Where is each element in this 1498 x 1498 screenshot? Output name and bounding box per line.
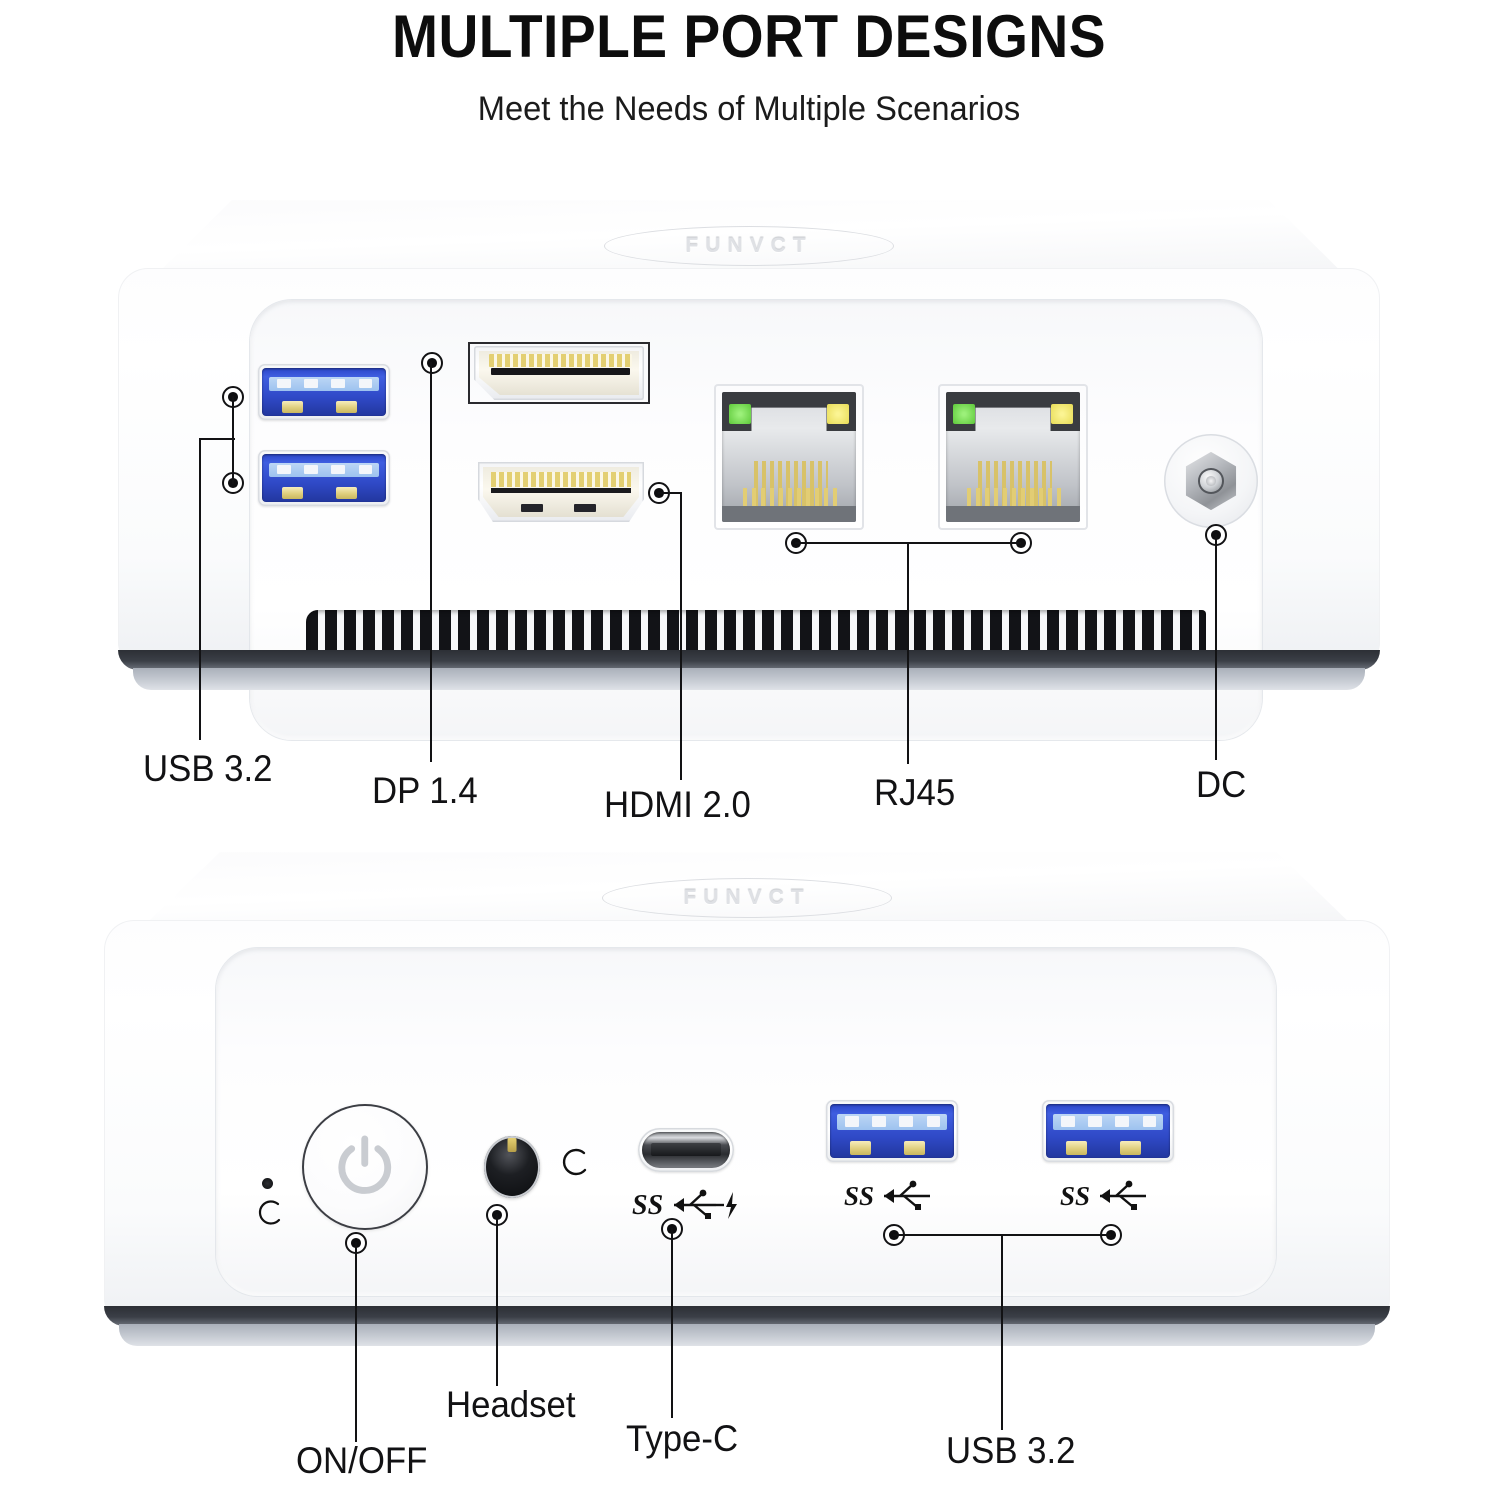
callout-label-typec: Type-C xyxy=(626,1418,739,1459)
front-base-plate xyxy=(119,1324,1375,1346)
front-base-rim xyxy=(104,1306,1390,1326)
rear-hdmi[interactable] xyxy=(478,462,644,522)
front-usb-a-2[interactable] xyxy=(1042,1100,1174,1162)
rear-base-rim xyxy=(118,650,1380,670)
rear-usb-a-top[interactable] xyxy=(258,364,390,420)
callout-lead-usb-h xyxy=(199,438,235,441)
rj45-led-yellow-right xyxy=(1050,403,1074,425)
rear-device: FUNVCT xyxy=(118,196,1380,740)
rj45-led-green-right xyxy=(952,403,976,425)
brand-logo-front: FUNVCT xyxy=(602,878,892,918)
callout-label-headset: Headset xyxy=(446,1384,576,1425)
page-subtitle: Meet the Needs of Multiple Scenarios xyxy=(477,90,1021,128)
device-top-surface-front: FUNVCT xyxy=(137,852,1360,932)
superspeed-usb2-icon: SS xyxy=(1060,1180,1146,1211)
callout-label-hdmi: HDMI 2.0 xyxy=(604,784,751,825)
callout-lead-usb-v xyxy=(199,438,202,740)
callout-lead-hdmi-h xyxy=(658,492,682,495)
rear-base-plate xyxy=(133,668,1365,690)
callout-label-dp: DP 1.4 xyxy=(372,770,478,811)
callout-lead-rj45-v xyxy=(907,542,910,764)
status-led xyxy=(262,1178,273,1189)
callout-lead-typec-v xyxy=(671,1228,674,1418)
led-arc-icon xyxy=(258,1200,281,1225)
headset-jack[interactable] xyxy=(484,1136,540,1198)
callout-lead-dc-v xyxy=(1215,534,1218,760)
callout-lead-dp-v xyxy=(430,362,433,762)
rear-usb-a-bottom[interactable] xyxy=(258,450,390,506)
superspeed-usb1-icon: SS xyxy=(844,1180,930,1211)
rear-dc-jack[interactable] xyxy=(1164,434,1258,528)
rear-rj45-right[interactable] xyxy=(938,384,1088,530)
callout-label-onoff: ON/OFF xyxy=(296,1440,428,1481)
page-title: MULTIPLE PORT DESIGNS xyxy=(391,3,1107,70)
power-button[interactable] xyxy=(302,1104,428,1230)
dp-bracket xyxy=(468,342,650,404)
front-usb-a-1[interactable] xyxy=(826,1100,958,1162)
svg-text:SS: SS xyxy=(844,1181,874,1211)
callout-label-usb-front: USB 3.2 xyxy=(946,1430,1076,1471)
callout-lead-headset-v xyxy=(496,1214,499,1386)
callout-label-usb-rear: USB 3.2 xyxy=(143,748,273,789)
brand-logo-text: FUNVCT xyxy=(685,234,813,257)
rj45-led-yellow-left xyxy=(826,403,850,425)
callout-lead-power-v xyxy=(355,1242,358,1442)
rear-rj45-left[interactable] xyxy=(714,384,864,530)
usb-c-port[interactable] xyxy=(638,1128,734,1172)
callout-lead-hdmi-v xyxy=(680,492,683,780)
brand-logo-text-front: FUNVCT xyxy=(683,886,811,909)
power-icon xyxy=(338,1135,392,1195)
rear-displayport[interactable] xyxy=(474,346,644,400)
callout-label-rj45: RJ45 xyxy=(874,772,956,813)
headset-arc-icon xyxy=(562,1148,587,1176)
rj45-led-green-left xyxy=(728,403,752,425)
callout-label-dc: DC xyxy=(1196,764,1247,805)
brand-logo: FUNVCT xyxy=(604,226,894,266)
device-top-surface: FUNVCT xyxy=(150,200,1350,280)
svg-text:SS: SS xyxy=(632,1190,663,1221)
callout-lead-front-usb-v xyxy=(1001,1234,1004,1430)
svg-text:SS: SS xyxy=(1060,1181,1090,1211)
superspeed-typec-icon: SS xyxy=(632,1189,737,1221)
front-device: FUNVCT SS xyxy=(104,848,1390,1352)
